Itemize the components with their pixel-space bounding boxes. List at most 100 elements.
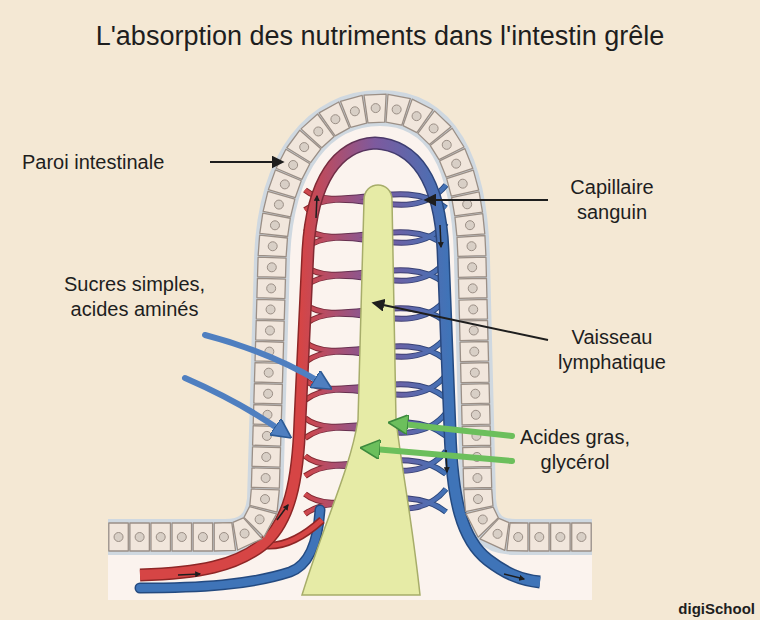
cell-nucleus — [280, 180, 289, 189]
epithelial-cell — [530, 523, 549, 551]
cell-nucleus — [470, 368, 479, 377]
absorption-arrows — [185, 335, 512, 461]
epithelial-cell — [458, 257, 486, 277]
cell-nucleus — [261, 474, 270, 483]
cell-nucleus — [135, 533, 144, 542]
cell-nucleus — [478, 515, 487, 524]
cell-nucleus — [300, 143, 309, 152]
cell-nucleus — [442, 140, 451, 149]
nutrient-label: Acides gras, glycérol — [505, 425, 645, 475]
cell-nucleus — [471, 410, 480, 419]
cell-nucleus — [156, 533, 165, 542]
cell-nucleus — [473, 495, 482, 504]
flow-arrows — [178, 196, 524, 579]
watermark: digiSchool — [640, 596, 755, 620]
epithelium-guide — [108, 108, 592, 537]
epithelial-cell — [452, 192, 483, 216]
cell-nucleus — [264, 389, 273, 398]
cell-nucleus — [262, 431, 271, 440]
cell-nucleus — [268, 242, 277, 251]
cell-nucleus — [429, 124, 438, 133]
cell-nucleus — [452, 159, 461, 168]
cell-nucleus — [473, 474, 482, 483]
epithelial-cell — [130, 523, 149, 551]
leader-lines — [210, 162, 548, 340]
cell-nucleus — [270, 221, 279, 230]
epithelium — [109, 94, 591, 551]
cell-nucleus — [468, 263, 477, 272]
part-label: Vaisseau lymphatique — [537, 325, 687, 375]
leader-line — [426, 199, 548, 201]
lymph-vessel — [302, 185, 420, 595]
cell-nucleus — [261, 495, 270, 504]
cell-nucleus — [556, 533, 565, 542]
epithelial-cell — [254, 384, 283, 404]
epithelial-cell — [457, 235, 486, 256]
part-label: Paroi intestinale — [22, 150, 212, 175]
cell-nucleus — [577, 533, 586, 542]
epithelial-cell — [214, 523, 235, 551]
cell-nucleus — [219, 533, 228, 542]
epithelial-cell — [461, 384, 489, 404]
epithelial-cell — [250, 489, 279, 512]
cell-nucleus — [266, 305, 275, 314]
diagram-title: L'absorption des nutriments dans l'intes… — [0, 20, 760, 52]
cell-nucleus — [350, 107, 359, 116]
nutrient-label: Sucres simples, acides aminés — [47, 272, 222, 322]
part-label: Capillaire sanguin — [547, 175, 677, 225]
cell-nucleus — [264, 368, 273, 377]
flow-arrow — [178, 574, 200, 575]
cell-nucleus — [255, 515, 264, 524]
cell-nucleus — [314, 127, 323, 136]
sugar-arrow — [205, 335, 320, 382]
cell-nucleus — [289, 161, 298, 170]
epithelial-cell — [447, 170, 479, 196]
cell-nucleus — [274, 200, 283, 209]
flow-arrow — [504, 574, 524, 579]
cell-nucleus — [535, 533, 544, 542]
cell-nucleus — [463, 200, 472, 209]
flow-arrow — [316, 196, 317, 218]
cell-nucleus — [471, 389, 480, 398]
cell-nucleus — [469, 305, 478, 314]
cell-nucleus — [470, 347, 479, 356]
epithelial-cell — [340, 95, 366, 127]
epithelial-cell — [193, 523, 212, 551]
cell-nucleus — [240, 529, 249, 538]
cell-nucleus — [267, 284, 276, 293]
cell-nucleus — [458, 179, 467, 188]
cell-nucleus — [465, 221, 474, 230]
cell-nucleus — [469, 326, 478, 335]
cell-nucleus — [177, 533, 186, 542]
leader-line — [374, 303, 548, 340]
epithelial-cell — [172, 523, 191, 551]
cell-nucleus — [262, 452, 271, 461]
epithelial-cell — [463, 468, 491, 488]
flow-arrow — [440, 225, 441, 247]
lamina-propria — [108, 108, 592, 600]
epithelial-cell — [461, 363, 489, 383]
sugar-arrow — [185, 378, 280, 430]
epithelial-cell — [251, 468, 280, 488]
epithelial-cell — [460, 341, 488, 361]
epithelial-cell — [462, 405, 490, 425]
epithelial-cell — [260, 213, 291, 236]
cell-nucleus — [392, 105, 401, 114]
cell-nucleus — [265, 326, 274, 335]
epithelial-cell — [258, 257, 287, 277]
epithelial-cell — [256, 299, 285, 319]
flow-arrow — [277, 505, 288, 520]
epithelial-cell — [256, 320, 285, 340]
cell-nucleus — [514, 533, 523, 542]
cell-nucleus — [467, 242, 476, 251]
cell-nucleus — [198, 533, 207, 542]
cell-nucleus — [267, 263, 276, 272]
epithelial-cell — [572, 523, 591, 551]
cell-nucleus — [114, 533, 123, 542]
epithelial-cell — [551, 523, 570, 551]
fat-arrow — [374, 449, 512, 461]
epithelial-cell — [455, 214, 485, 236]
fat-arrow — [402, 424, 512, 436]
